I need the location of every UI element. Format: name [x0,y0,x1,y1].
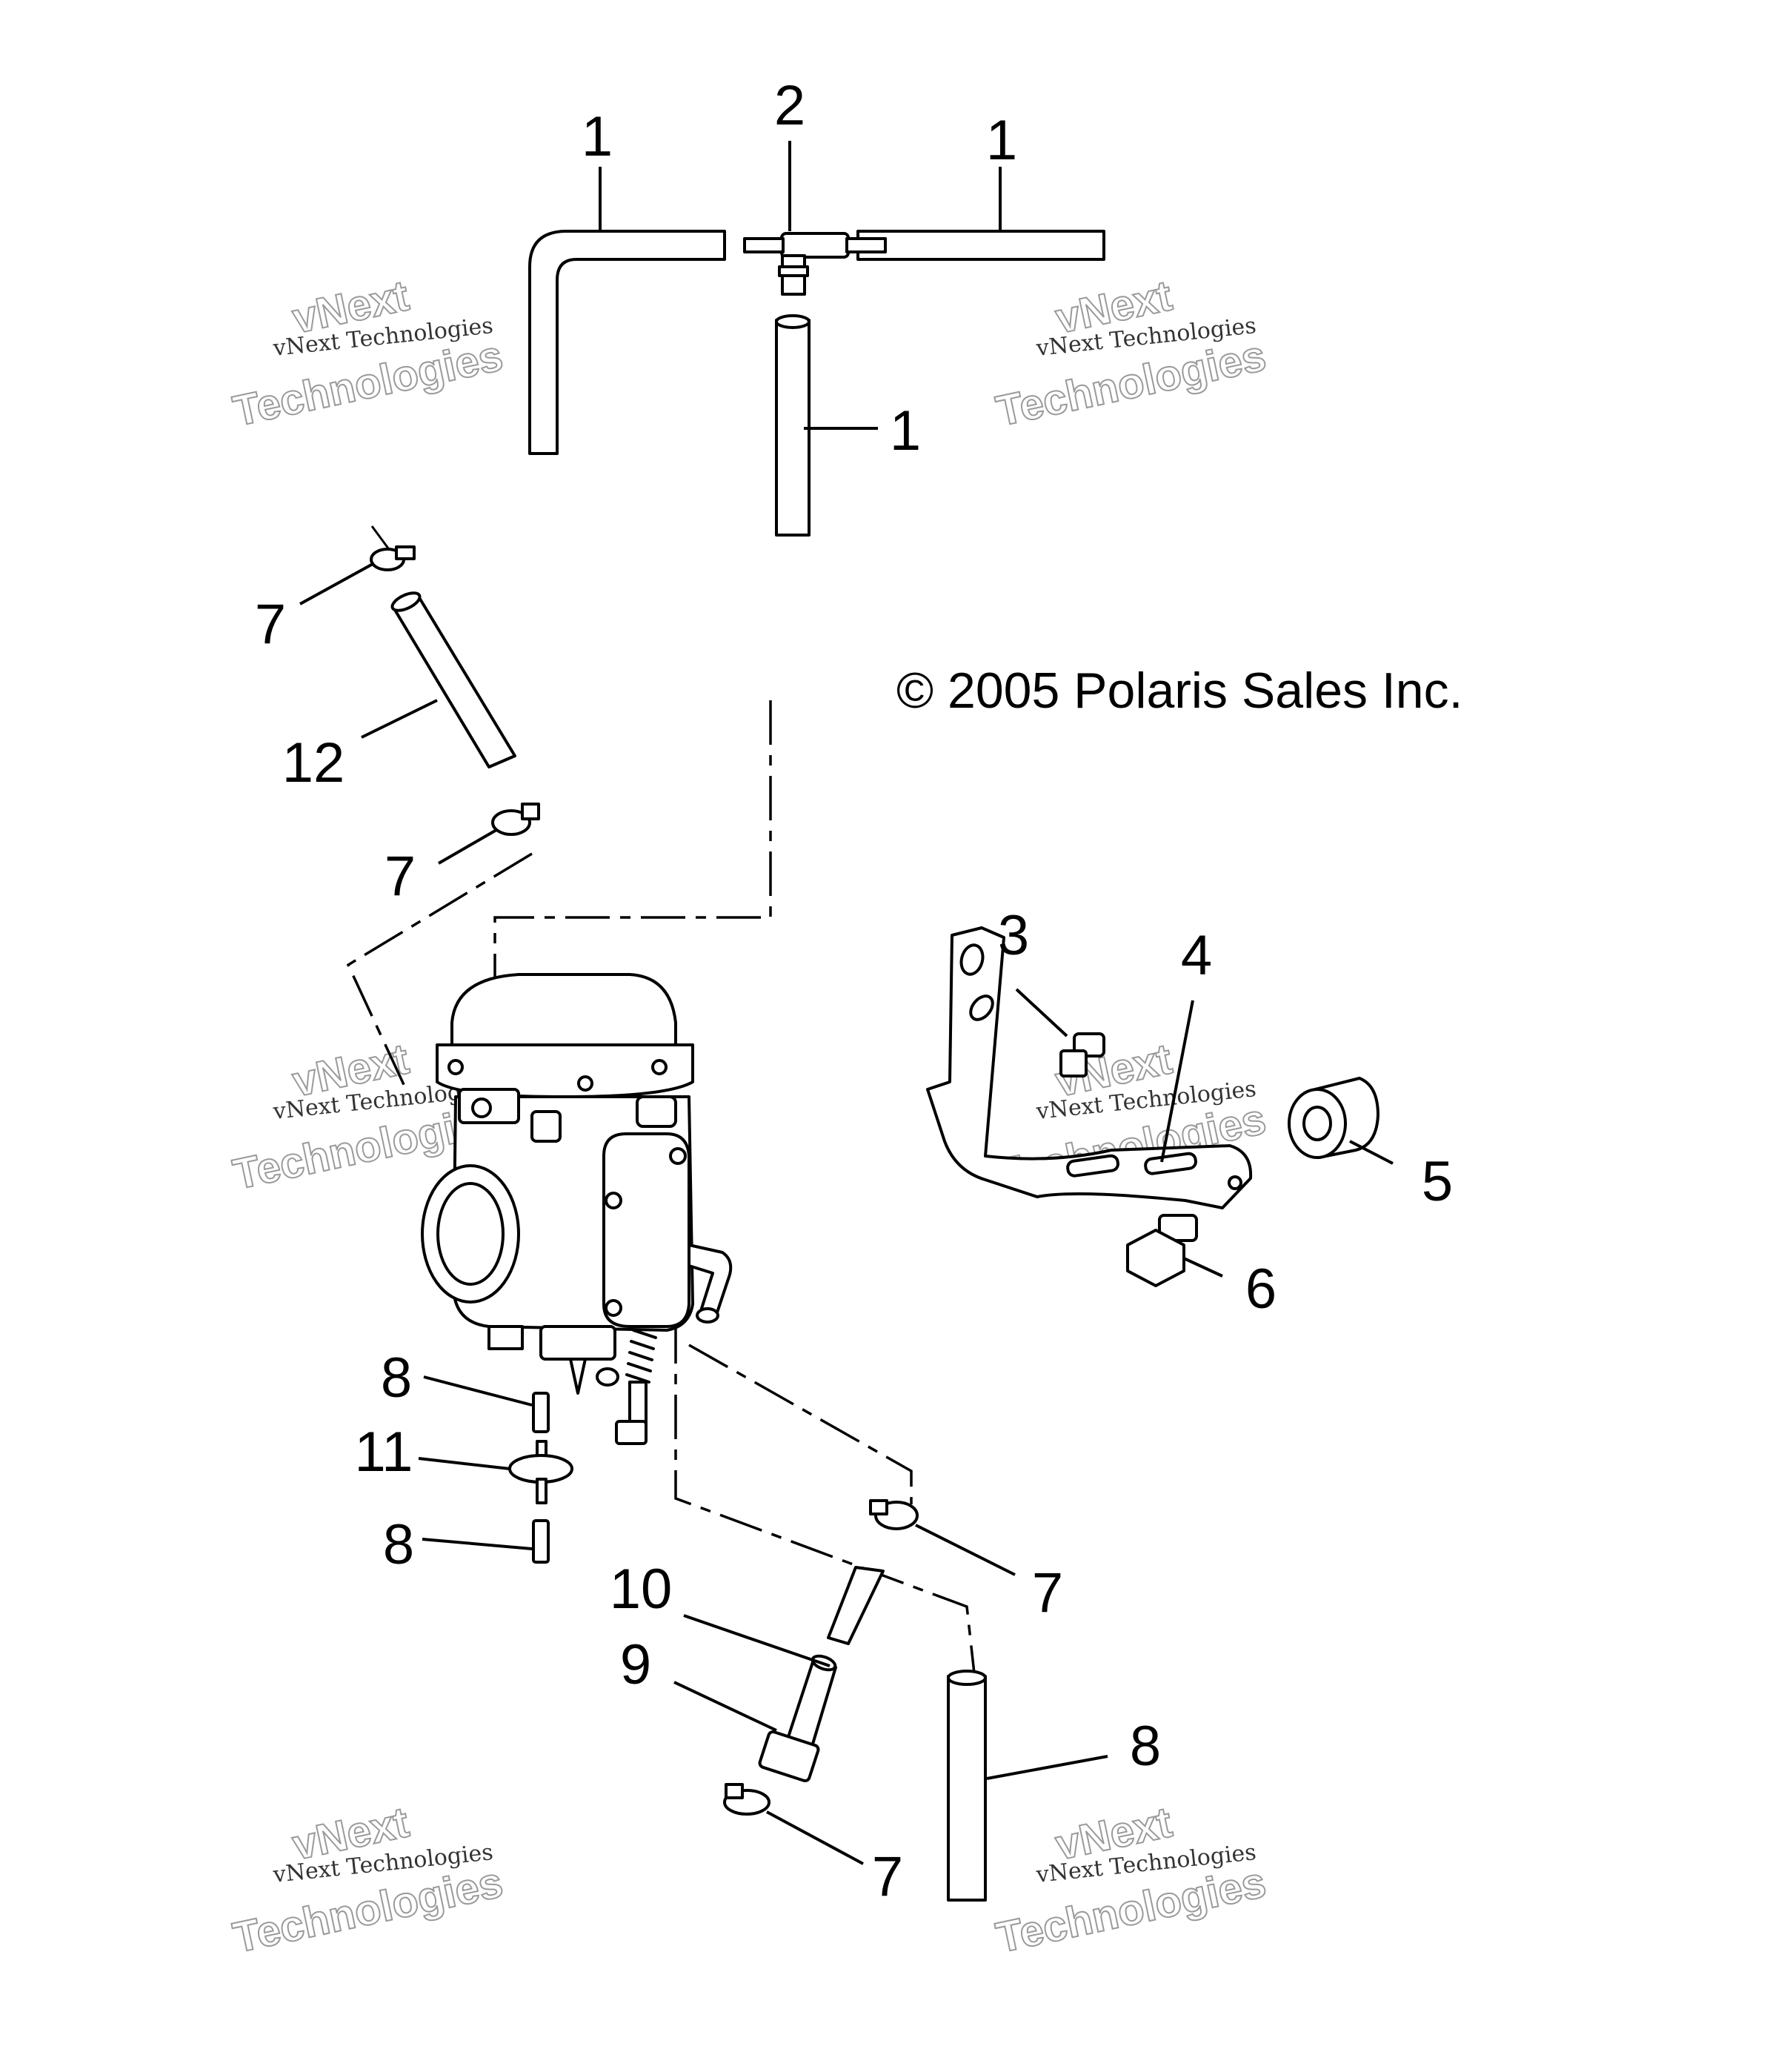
leader-lines [299,141,1394,1865]
hose-clamp-upper [370,545,416,571]
callout-6-bolt: 6 [1245,1258,1277,1321]
fuel-hose-short-lower [532,1519,550,1564]
carburetor [421,973,733,1445]
callout-11-filter: 11 [355,1421,413,1484]
vent-tee-fitting [743,232,887,296]
hose-clamp-lower [491,803,540,836]
callout-12-fuel-line: 12 [282,731,345,794]
callout-7-drain-clamp-lower: 7 [872,1845,903,1908]
drain-hose-clamp-lower [723,1783,770,1816]
callout-3-screw: 3 [998,904,1029,967]
callout-10-drain-hose: 10 [610,1558,673,1621]
routing-line-drain [688,1344,913,1504]
routing-line-overflow [674,1319,976,1674]
overflow-hose [947,1670,987,1902]
callout-9-drain-fitting: 9 [620,1633,651,1696]
callout-1-straight-hose: 1 [986,109,1017,172]
callout-8-hose-lower: 8 [383,1513,414,1576]
drain-hose [827,1566,885,1645]
vent-hose-straight-right [856,230,1105,261]
routing-line-fuel [346,852,533,1090]
callout-8-hose-upper: 8 [381,1347,412,1409]
spacer-bushing [1288,1077,1379,1159]
callout-7-clamp-lower: 7 [385,845,416,908]
callout-7-drain-clamp-upper: 7 [1032,1561,1063,1624]
callout-1-elbow-hose: 1 [582,105,613,168]
callout-2-tee: 2 [774,74,805,137]
drain-fitting [758,1654,837,1783]
watermark-top-right: vNext vNext Technologies Technologies [991,270,1271,436]
callout-5-bushing: 5 [1422,1150,1453,1213]
routing-line-upper [493,700,772,982]
callout-1-vertical-hose: 1 [890,399,921,462]
vent-hose-vertical [775,314,811,537]
watermark-top-left: vNext vNext Technologies Technologies [228,270,507,436]
fuel-line [391,595,516,768]
inline-fuel-filter [508,1440,573,1504]
mounting-bracket [926,926,1253,1209]
callout-8-overflow-hose: 8 [1130,1715,1161,1778]
callout-4-bracket: 4 [1181,924,1212,987]
vent-hose-elbow [528,230,726,455]
fuel-hose-short-upper [532,1392,550,1433]
mounting-bolt [1126,1214,1198,1287]
watermark-bottom-left: vNext vNext Technologies Technologies [228,1797,507,1962]
callout-7-clamp-upper: 7 [255,593,286,656]
watermark-bottom-right: vNext vNext Technologies Technologies [991,1797,1271,1962]
copyright-notice: © 2005 Polaris Sales Inc. [896,663,1463,719]
bracket-screw [1059,1032,1105,1077]
drain-hose-clamp-upper [869,1499,919,1530]
